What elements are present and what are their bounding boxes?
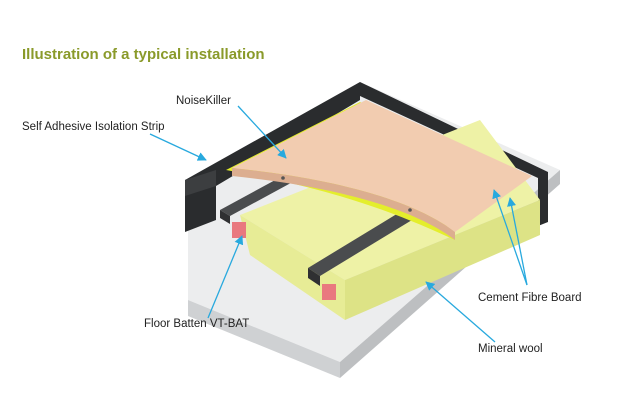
batten-pad-2 [322,284,336,300]
cement-board-leader-1 [492,189,528,286]
isolation-strip-label: Self Adhesive Isolation Strip [22,121,165,133]
floor-batten-1-side [220,210,230,224]
floor-batten-label: Floor Batten VT-BAT [144,318,249,330]
concrete-base-front [188,300,340,378]
cement-board-leader-2 [507,197,528,286]
mineral-wool-leader [425,281,496,343]
batten-pad-1 [232,222,246,238]
noisekiller-leader [237,105,287,159]
isolation-strip-face [185,170,216,196]
floor-batten-leader [207,235,244,319]
isolation-strip-leader [149,133,207,161]
cement-fibre-board-edge [232,168,455,240]
noisekiller-label: NoiseKiller [176,95,231,107]
diagram-title: Illustration of a typical installation [22,46,265,63]
mineral-wool-left [240,215,345,320]
board-screw-1 [281,176,285,180]
floor-batten-2 [308,212,412,276]
floor-batten-1 [220,172,300,216]
back-wall-right [360,82,548,226]
back-wall-left [185,82,360,232]
cement-fibre-board-label: Cement Fibre Board [478,292,582,304]
mineral-wool-label: Mineral wool [478,343,543,355]
floor-batten-2-side [308,268,320,286]
mineral-wool-front [345,200,540,320]
cement-fibre-board-top [232,100,532,232]
board-screw-2 [408,208,412,212]
